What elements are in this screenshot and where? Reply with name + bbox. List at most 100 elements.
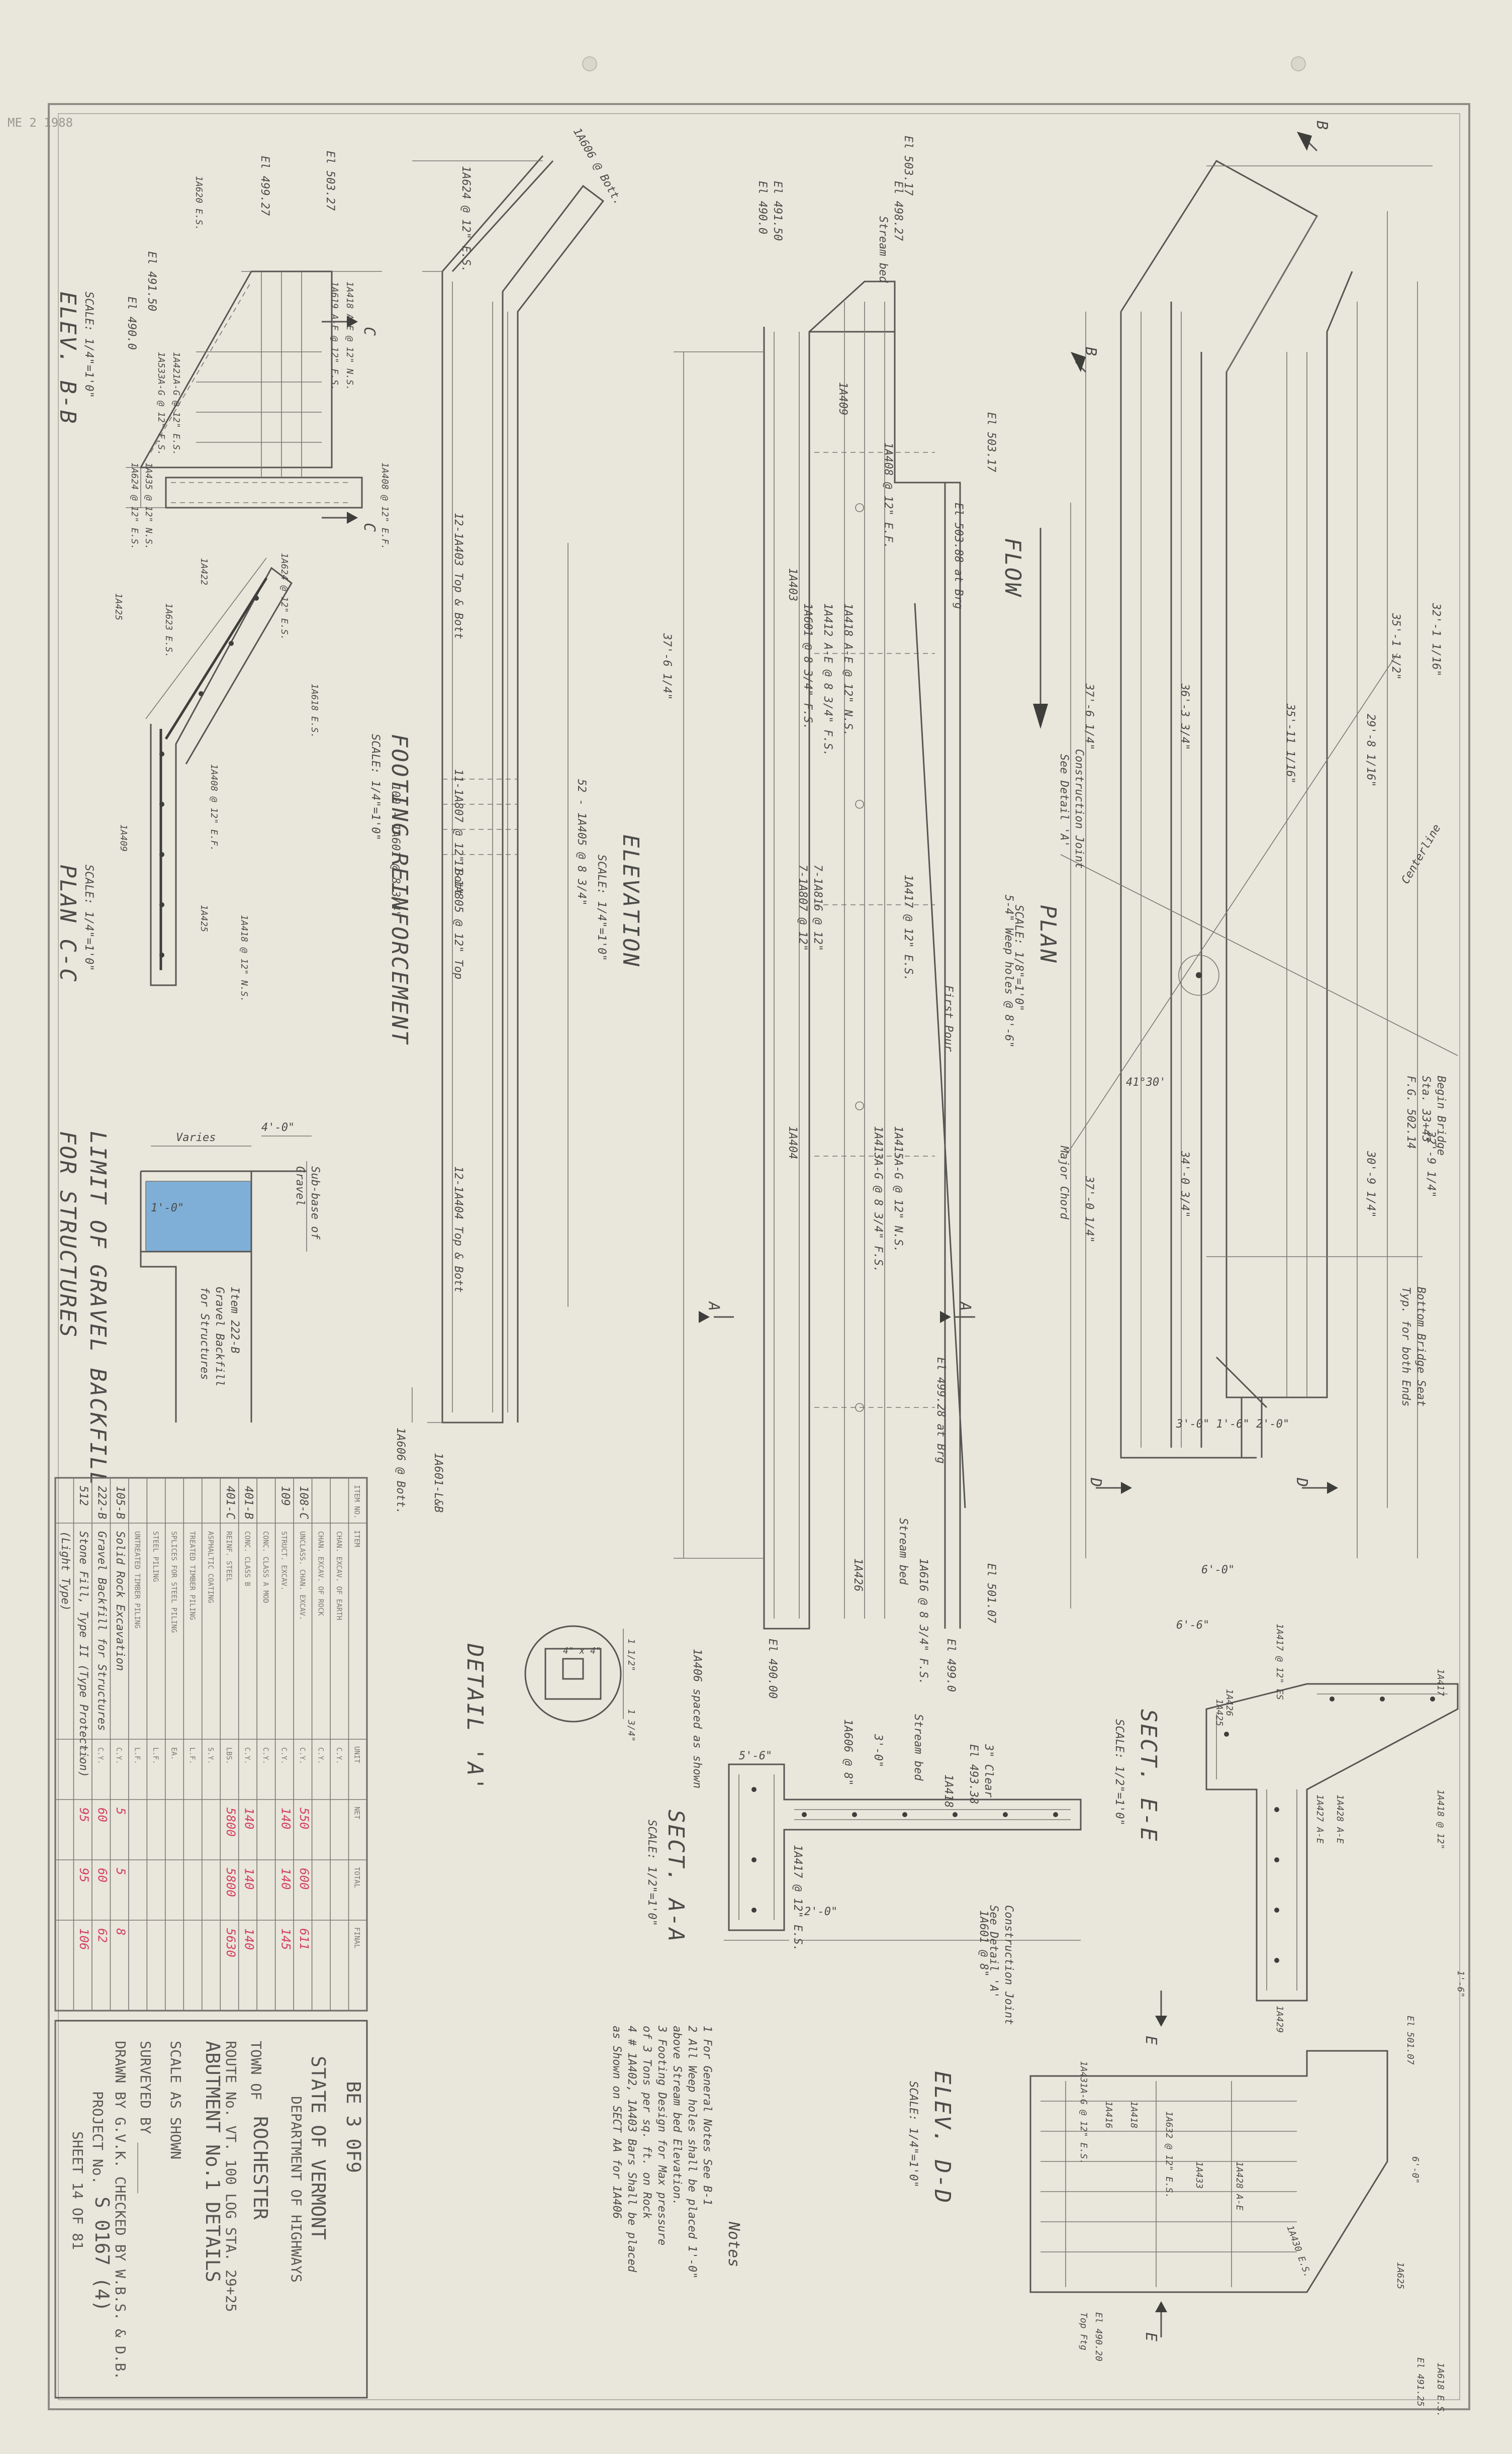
- elevation-el-49928: El 499.28 at Brg: [934, 1357, 947, 1464]
- qty-cell: L.F.: [151, 1747, 159, 1764]
- sect-ee-title: SECT. E-E: [1136, 1709, 1161, 1842]
- elev-bb-bar-1a418: 1A418 A-E @ 12" N.S.: [344, 281, 355, 391]
- elevation-el-3: El 491.50: [771, 181, 784, 241]
- plan-dim-3016: 3'-0" 1'-6" 2'-0": [1176, 1418, 1289, 1431]
- qty-value-cell: 5800: [224, 1808, 238, 1837]
- title-block-sheet: SHEET 14 OF 81: [69, 2131, 86, 2250]
- elevation-el-4900: El 490.00: [766, 1639, 779, 1698]
- sect-ee-bar2: 1A418 @ 12": [1435, 1789, 1446, 1849]
- elev-bb-el-3: El 491.50: [145, 251, 158, 311]
- qty-cell: C.Y.: [115, 1747, 123, 1764]
- qty-header-cell: ITEM: [353, 1530, 361, 1547]
- qty-cell: 401-C: [224, 1486, 236, 1520]
- qty-value-cell: 95: [77, 1808, 91, 1822]
- title-block-state: STATE OF VERMONT: [307, 2056, 329, 2240]
- qty-cell: Gravel Backfill for Structures: [96, 1531, 108, 1731]
- sect-ee-scale: SCALE: 1/2"=1'0": [1113, 1719, 1125, 1826]
- plan-cc-bar-1a624: 1A624 @ 12" E.S.: [279, 553, 290, 640]
- qty-value-cell: 140: [278, 1868, 293, 1890]
- qty-value-cell: 600: [297, 1868, 311, 1890]
- qty-cell: 401-B: [242, 1486, 254, 1519]
- section-b-mark-top: B: [1313, 121, 1331, 130]
- footing-title: FOOTING REINFORCEMENT: [387, 734, 412, 1045]
- title-block-town-label: TOWN OF: [248, 2041, 264, 2100]
- sect-aa-stream-bed: Stream bed: [912, 1714, 924, 1781]
- plan-cc-bar-1a422: 1A422: [199, 558, 209, 585]
- plan-cc-scale: SCALE: 1/4"=1'0": [82, 865, 95, 971]
- detail-a-title: DETAIL 'A': [462, 1643, 488, 1792]
- note-2b: above Stream bed Elevation.: [671, 2026, 683, 2206]
- elevation-bar-1a412: 1A412 A-E @ 8 3/4" F.S.: [821, 603, 834, 757]
- footing-dim-100: 100 - 1A601 @ 8 3/4": [389, 784, 402, 917]
- qty-cell: C.Y.: [261, 1747, 269, 1764]
- elevation-el-top: El 503.17: [902, 136, 914, 196]
- plan-centerline: Centerline: [1399, 822, 1444, 886]
- elev-dd-6ft: 6'-0": [1410, 2156, 1421, 2184]
- section-a-mark-right: A: [956, 1301, 974, 1311]
- elev-bb-bar-1a533: 1A533A-G @ 12" F.S.: [156, 352, 166, 455]
- qty-cell: ASPHALTIC COATING: [207, 1531, 215, 1603]
- detail-a-view: 4" x 4" 1 1/2" 1 3/4" DETAIL 'A': [462, 1625, 636, 1792]
- plan-cc-bar-1a418: 1A418 @ 12" N.S.: [239, 915, 249, 1002]
- plan-cc-title: PLAN C-C: [55, 865, 80, 983]
- elev-bb-el-2: El 499.27: [258, 156, 271, 216]
- footing-scale: SCALE: 1/4"=1'0": [369, 734, 382, 840]
- qty-cell: STRUCT. EXCAV.: [279, 1531, 288, 1590]
- qty-cell: 512: [77, 1486, 89, 1506]
- sect-aa-el: El 493.38: [967, 1744, 980, 1804]
- note-4b: as Shown on SECT AA for 1A406: [610, 2026, 623, 2219]
- note-1: 1 For General Notes See B-1: [701, 2026, 713, 2206]
- drawing-sheet-inner-border: [58, 113, 1460, 2400]
- qty-cell: C.Y.: [97, 1747, 105, 1764]
- elev-dd-title: ELEV. D-D: [929, 2071, 955, 2204]
- sect-aa-scale: SCALE: 1/2"=1'0": [645, 1820, 658, 1926]
- title-block: BE 3 0F9 STATE OF VERMONT DEPARTMENT OF …: [54, 2020, 368, 2399]
- section-c-mark-bottom: C: [360, 523, 378, 532]
- qty-cell: C.Y.: [335, 1747, 343, 1764]
- qty-cell: CHAN. EXCAV. OF EARTH: [335, 1531, 343, 1620]
- qty-cell: (Light Type): [59, 1531, 71, 1611]
- plan-cc-bar-1a408: 1A408 @ 12" E.F.: [209, 764, 219, 851]
- qty-cell: C.Y.: [279, 1747, 288, 1764]
- sect-ee-bar8: 1A429: [1274, 2006, 1285, 2033]
- gravel-item-2: Gravel Backfill: [213, 1287, 226, 1387]
- elev-dd-view: E E ELEV. D-D SCALE: 1/4"=1'0" 1A431A-G …: [907, 1991, 1446, 2417]
- note-3b: of 3 Tons per sq. ft. on Rock: [640, 2026, 653, 2219]
- elev-bb-bar-1a624: 1A624 @ 12" E.S.: [129, 462, 140, 549]
- qty-header-cell: UNIT: [353, 1746, 361, 1763]
- flow-label: FLOW: [1000, 538, 1025, 597]
- plan-dim-2981: 29'-8 1/16": [1364, 714, 1377, 787]
- plan-scale: SCALE: 1/8"=1'0": [1012, 905, 1025, 1011]
- plan-dim-3216: 32'-1 1/16": [1430, 603, 1442, 677]
- footing-bar-angle: 1A606 @ Bott.: [571, 126, 625, 208]
- qty-value-cell: 8: [114, 1928, 128, 1935]
- title-block-project-label: PROJECT No.: [89, 2091, 106, 2184]
- detail-a-dims: 4" x 4": [563, 1646, 601, 1656]
- elev-dd-misc: 1A618 E.S.: [1435, 2363, 1446, 2417]
- sect-ee-bar4: 1A428 A-E: [1335, 1795, 1345, 1844]
- qty-value-cell: 5630: [224, 1928, 238, 1957]
- sect-ee-bar1: 1A417: [1435, 1669, 1446, 1696]
- footing-dim-52: 52 - 1A405 @ 8 3/4": [575, 779, 588, 906]
- plan-dim-3512: 35'-1 1/2": [1389, 613, 1402, 680]
- detail-a-dim2: 1 1/2": [626, 1639, 636, 1671]
- sect-aa-3ft: 3'-0": [872, 1734, 884, 1767]
- elevation-bar-1a403: 1A403: [786, 568, 799, 601]
- elevation-scale: SCALE: 1/4"=1'0": [595, 855, 608, 961]
- qty-cell: C.Y.: [78, 1747, 86, 1764]
- footing-bar-11a805: 11-1A805 @ 12" Top: [452, 860, 464, 979]
- qty-cell: 105-B: [114, 1486, 126, 1519]
- elevation-stream-bed-2: Stream bed: [897, 1518, 909, 1585]
- elevation-bar-1a408: 1A408 @ 12" E.F.: [882, 442, 894, 549]
- title-block-scale: SCALE AS SHOWN: [167, 2041, 184, 2159]
- qty-cell: Solid Rock Excavation: [114, 1531, 126, 1671]
- section-e-mark-bottom: E: [1142, 2332, 1160, 2341]
- elev-bb-bar-1a619: 1A619 A-E @ 12" F.S.: [329, 281, 340, 391]
- elev-bb-scale: SCALE: 1/4"=1'0": [82, 292, 95, 398]
- title-block-route: ROUTE No. VT. 100 LOG STA. 29+25: [223, 2041, 239, 2312]
- archive-stamp: ME 2 1988: [8, 116, 73, 130]
- notes-title: Notes: [725, 2221, 742, 2267]
- qty-cell: REINF. STEEL: [225, 1531, 233, 1582]
- qty-cell: STEEL PILING: [151, 1531, 159, 1582]
